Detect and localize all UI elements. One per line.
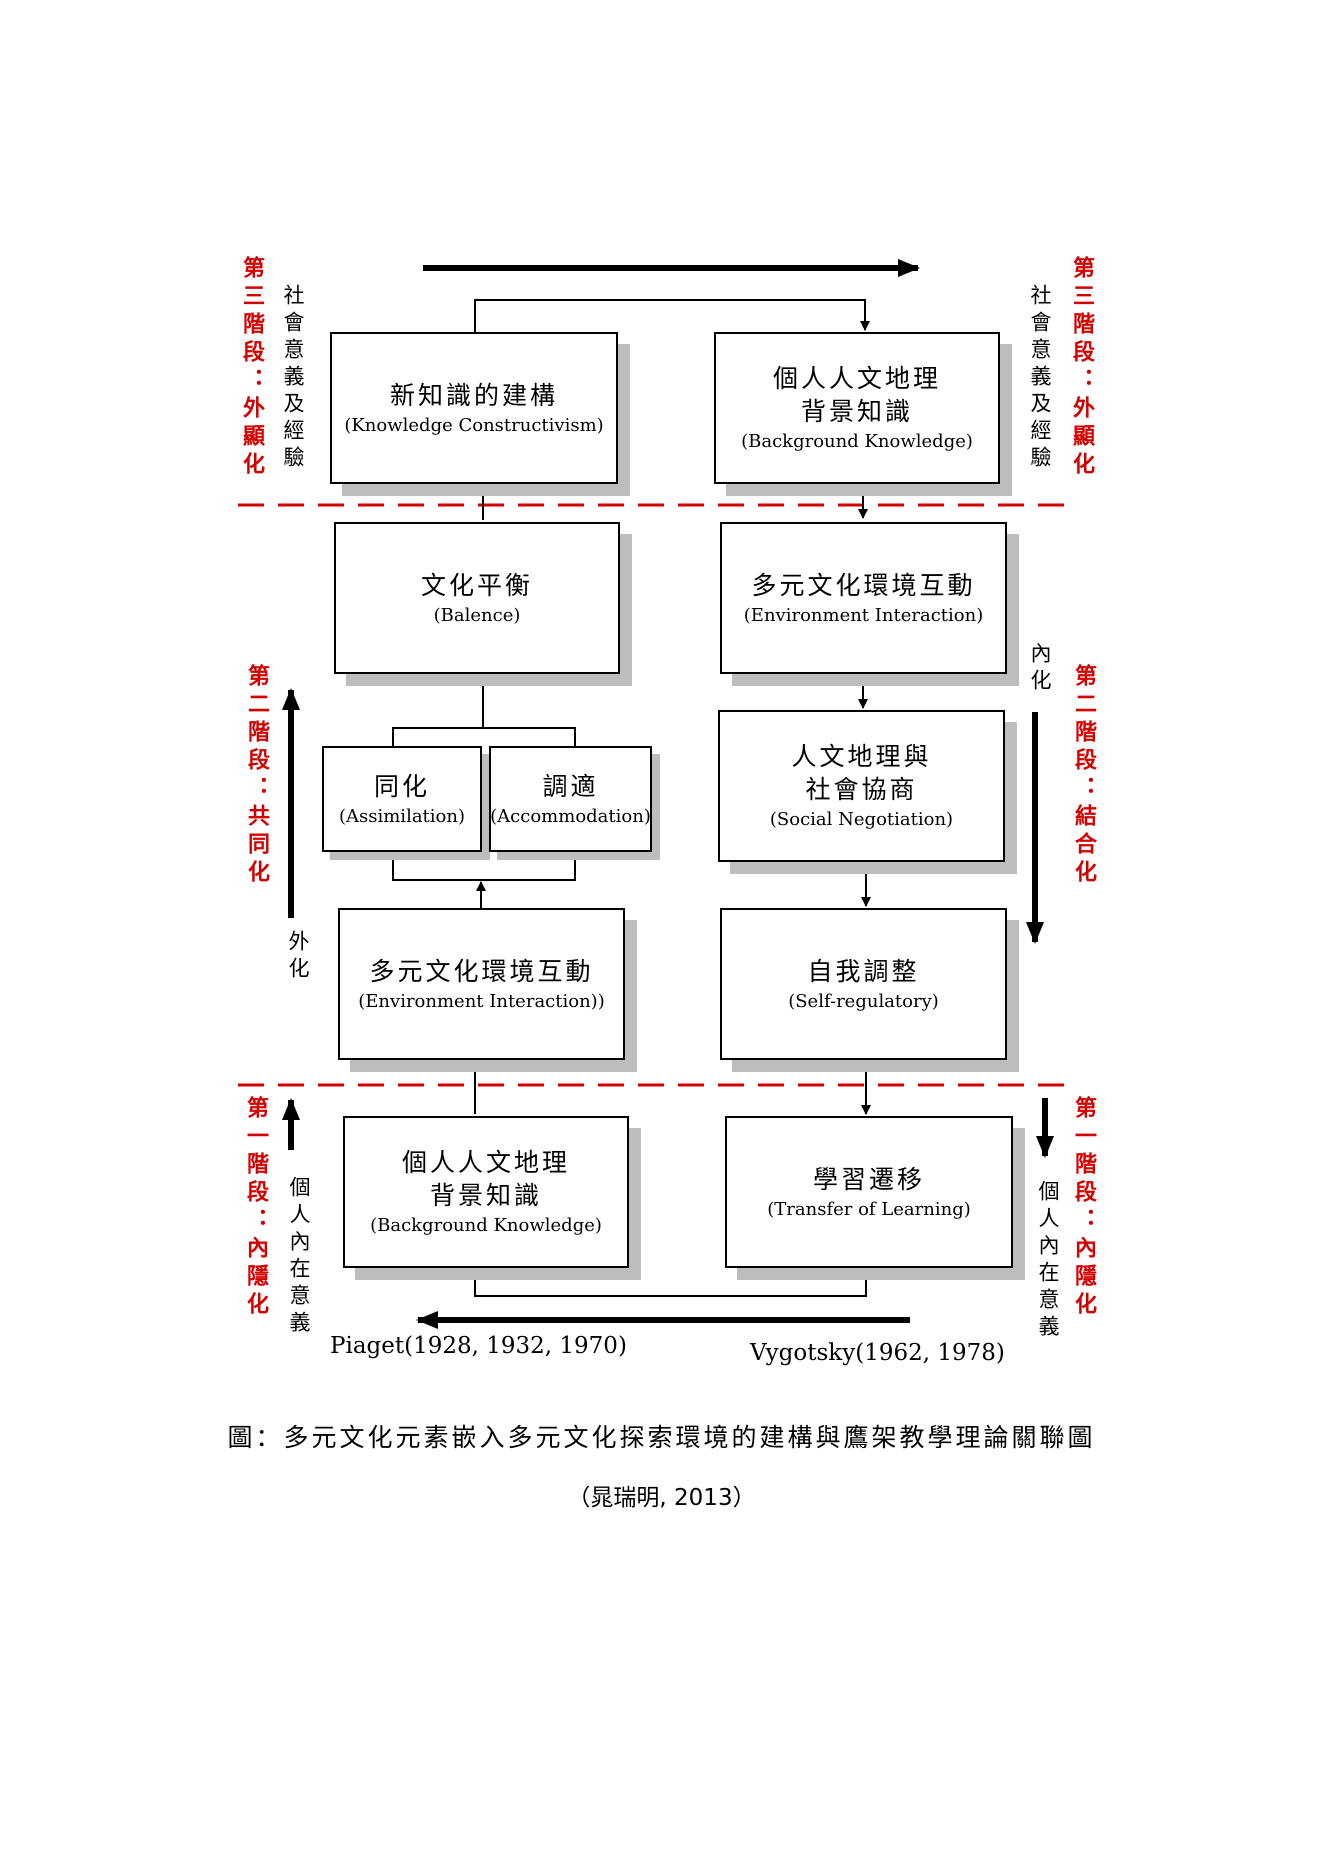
social-meaning-right: 社會意義及經驗: [1028, 284, 1052, 473]
box-zh-label: 人文地理與: [791, 742, 932, 771]
box-assimilation: 同化 (Assimilation): [322, 746, 482, 852]
box-en-label: (Knowledge Constructivism): [344, 414, 604, 436]
piaget-label: Piaget(1928, 1932, 1970): [330, 1333, 627, 1359]
figure-source: （晁瑞明, 2013）: [567, 1485, 756, 1511]
box-zh-label: 個人人文地理: [772, 364, 941, 393]
box-zh-label: 多元文化環境互動: [751, 570, 976, 600]
internalize-label: 內化: [1028, 642, 1052, 696]
box-en-label: (Accommodation): [490, 805, 651, 827]
box-zh-label: 多元文化環境互動: [369, 956, 594, 986]
box-zh-label: 社會協商: [805, 775, 918, 804]
externalize-label: 外化: [286, 930, 310, 984]
box-en-label: (Self-regulatory): [788, 990, 939, 1012]
figure-caption: 圖：多元文化元素嵌入多元文化探索環境的建構與鷹架教學理論關聯圖: [227, 1423, 1096, 1452]
box-en-label: (Assimilation): [338, 805, 465, 827]
box-zh-label: 文化平衡: [420, 570, 533, 600]
branch-bottom: [392, 852, 576, 881]
social-meaning-left: 社會意義及經驗: [281, 284, 305, 473]
box-zh-label: 學習遷移: [812, 1164, 925, 1194]
stage3-right-label: 第三階段：外顯化: [1069, 256, 1095, 480]
branch-top: [392, 727, 576, 746]
box-zh-label: 背景知識: [800, 397, 913, 426]
stage2-right-label: 第二階段：結合化: [1071, 664, 1097, 888]
box-en-label: (Balence): [433, 604, 521, 626]
box-zh-label: 背景知識: [429, 1181, 542, 1210]
loop-top-connector: [474, 299, 870, 332]
box-zh-label: 自我調整: [807, 956, 920, 986]
box-background-top: 個人人文地理 背景知識 (Background Knowledge): [714, 332, 1000, 484]
box-self-regulatory: 自我調整 (Self-regulatory): [720, 908, 1007, 1060]
personal-meaning-right: 個人內在意義: [1036, 1180, 1060, 1342]
box-zh-label: 調適: [542, 771, 599, 801]
box-new-knowledge: 新知識的建構 (Knowledge Constructivism): [330, 332, 618, 484]
box-en-label: (Background Knowledge): [741, 431, 973, 452]
stage3-left-label: 第三階段：外顯化: [239, 256, 265, 480]
loop-bottom-connector: [470, 1266, 867, 1297]
box-zh-label: 新知識的建構: [389, 380, 558, 410]
stage2-left-label: 第二階段：共同化: [244, 664, 270, 888]
box-accommodation: 調適 (Accommodation): [489, 746, 652, 852]
box-zh-label: 個人人文地理: [401, 1148, 570, 1177]
vygotsky-label: Vygotsky(1962, 1978): [750, 1340, 1005, 1366]
stage1-right-label: 第一階段：內隱化: [1071, 1096, 1097, 1320]
box-background-bottom: 個人人文地理 背景知識 (Background Knowledge): [343, 1116, 629, 1268]
box-social-negotiation: 人文地理與 社會協商 (Social Negotiation): [718, 710, 1005, 862]
stage1-left-label: 第一階段：內隱化: [243, 1096, 269, 1320]
box-env-left: 多元文化環境互動 (Environment Interaction)): [338, 908, 625, 1060]
box-zh-label: 同化: [373, 771, 430, 801]
box-transfer: 學習遷移 (Transfer of Learning): [725, 1116, 1013, 1268]
box-en-label: (Background Knowledge): [370, 1215, 602, 1236]
box-en-label: (Transfer of Learning): [767, 1198, 971, 1220]
personal-meaning-left: 個人內在意義: [287, 1176, 311, 1338]
box-balance: 文化平衡 (Balence): [334, 522, 620, 674]
box-en-label: (Environment Interaction): [743, 604, 984, 626]
box-en-label: (Social Negotiation): [769, 809, 954, 830]
box-en-label: (Environment Interaction)): [358, 990, 605, 1012]
box-env-right: 多元文化環境互動 (Environment Interaction): [720, 522, 1007, 674]
